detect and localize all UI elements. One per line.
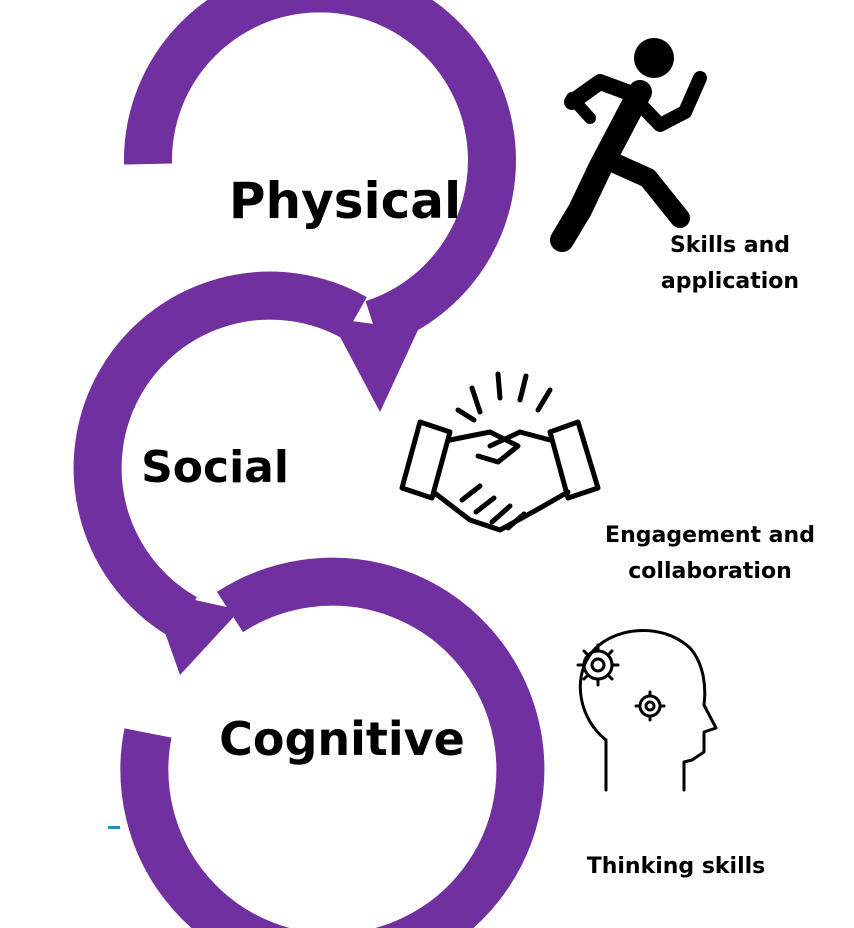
stage-label-physical: Physical [229, 172, 461, 230]
physical-arrowhead [330, 318, 418, 412]
social-caption-line-1: Engagement and [605, 523, 815, 548]
physical-caption-line-1: Skills and [670, 233, 790, 258]
cognitive-caption-line-1: Thinking skills [587, 854, 766, 879]
physical-ring [123, 0, 516, 412]
head-gears-icon [576, 629, 718, 792]
stage-label-cognitive: Cognitive [219, 712, 465, 766]
runner-icon [550, 38, 707, 252]
handshake-icon [399, 371, 601, 533]
small-dash [108, 826, 120, 829]
social-caption-line-2: collaboration [628, 559, 791, 584]
cognitive-ring [120, 557, 545, 928]
social-arrowhead [150, 590, 240, 675]
social-ring [73, 271, 367, 675]
physical-caption-line-2: application [661, 269, 799, 294]
stage-label-social: Social [141, 442, 289, 493]
